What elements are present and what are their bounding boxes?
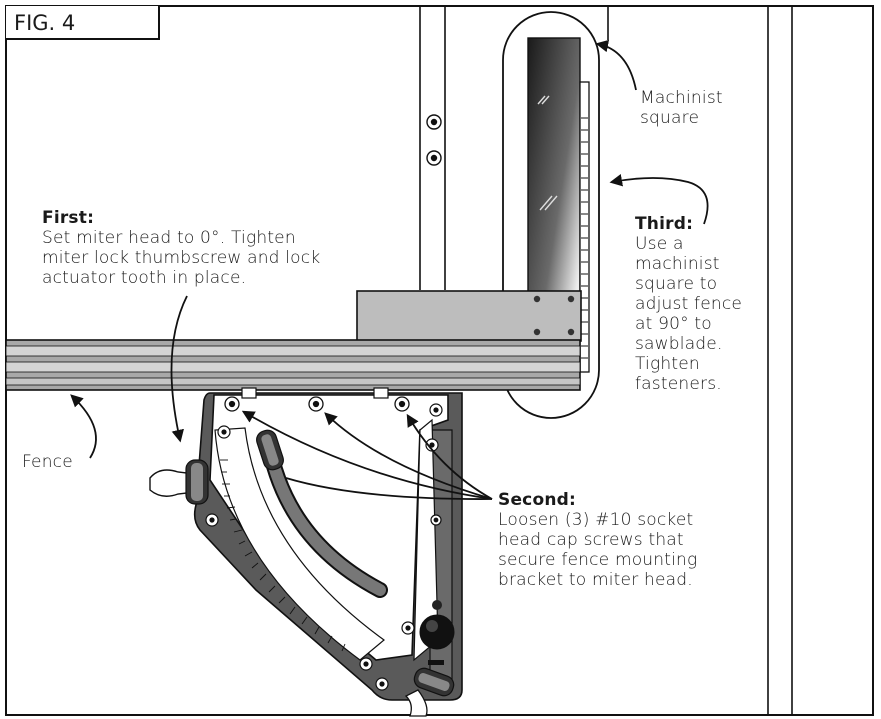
arrow-second-3 [406,413,493,500]
arrow-second-1 [241,410,493,500]
fence-callout: Fence [22,452,73,472]
stock-rivets [533,295,575,336]
arrow-second-2 [324,412,493,500]
table-rails [419,6,793,715]
arrow-second-4 [285,477,493,500]
square-stock [356,290,582,342]
bottom-thumbscrew [404,667,455,717]
fence-text: Fence [22,452,73,472]
bracket-tabs [241,387,389,399]
third-heading: Third: [635,214,694,234]
machinist-square-callout: Machinist square [640,88,723,128]
machinist-square-text: Machinist square [640,88,723,128]
third-body: Use a machinist square to adjust fence a… [635,234,743,394]
socket-head-cap-screws [224,396,410,412]
leader-arrows [70,39,709,500]
upper-thumbscrew [256,429,284,471]
arrow-third [609,173,709,225]
square-graduations [581,117,588,359]
angle-scale [214,427,385,661]
arrow-fence [70,394,97,459]
fence-extrusion [5,339,581,391]
first-heading: First: [42,208,95,228]
first-callout: First: Set miter head to 0°. Tighten mit… [42,208,320,288]
lock-actuator-knob [419,600,455,665]
miter-lock-thumbscrew [149,459,209,505]
third-callout: Third: Use a machinist square to adjust … [635,214,742,394]
first-body: Set miter head to 0°. Tighten miter lock… [42,228,321,288]
machinist-square [579,81,590,373]
arrow-first [170,295,188,443]
casting-screws [205,403,443,691]
second-heading: Second: [498,490,576,510]
arrow-machinist-square [595,39,637,91]
figure-label: FIG. 4 [6,6,160,40]
second-body: Loosen (3) #10 socket head cap screws th… [498,510,698,590]
second-callout: Second: Loosen (3) #10 socket head cap s… [498,490,697,590]
rail-screws [426,114,442,166]
